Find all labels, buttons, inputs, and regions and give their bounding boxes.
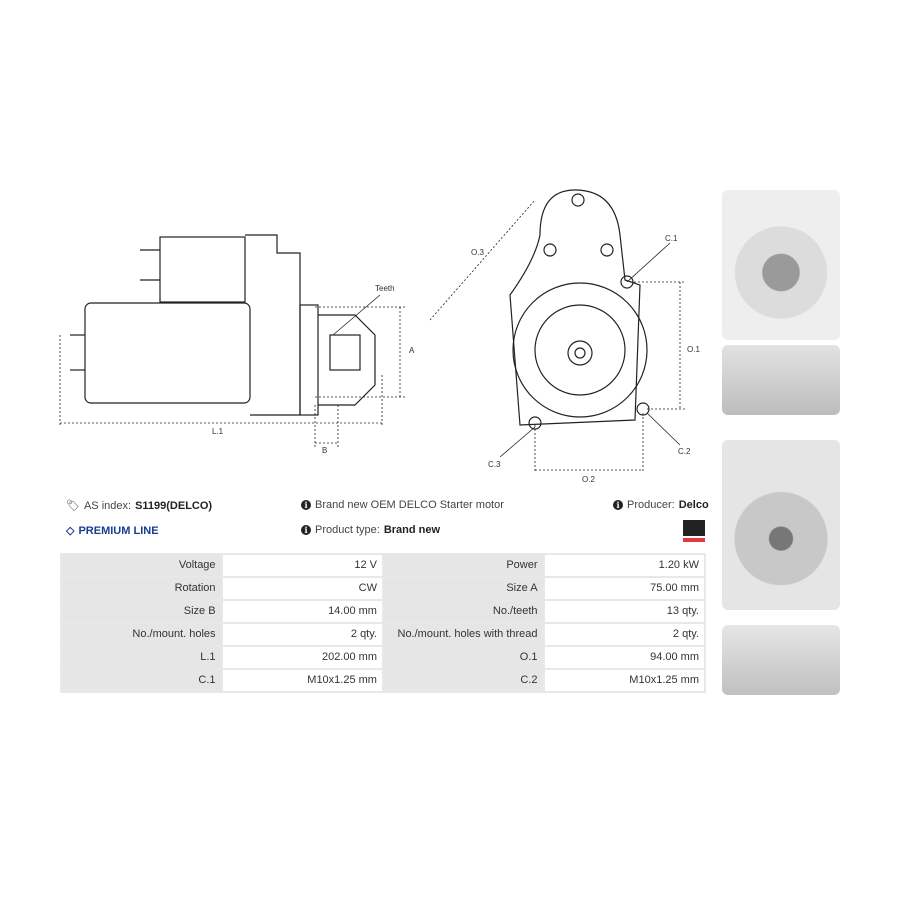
description-text: Brand new OEM DELCO Starter motor — [315, 499, 504, 511]
spec-value: 14.00 mm — [220, 599, 384, 624]
spec-value: M10x1.25 mm — [220, 668, 384, 693]
spec-value: 1.20 kW — [542, 553, 707, 578]
product-photo-side — [722, 345, 840, 415]
label-l1: L.1 — [212, 427, 224, 436]
product-type-value: Brand new — [383, 524, 441, 536]
product-type-label: Product type: — [315, 524, 380, 536]
spec-label: Voltage — [60, 553, 223, 578]
producer-label: Producer: — [627, 499, 675, 511]
label-c2: C.2 — [678, 447, 691, 456]
producer-value: Delco — [678, 499, 709, 511]
spec-value: 13 qty. — [542, 599, 707, 624]
product-photo-rear — [722, 440, 840, 610]
spec-label: Rotation — [60, 576, 223, 601]
product-type: i Product type: Brand new — [301, 524, 440, 536]
side-view-diagram — [59, 234, 405, 447]
label-b: B — [322, 446, 328, 455]
label-c3: C.3 — [488, 460, 501, 469]
spec-value: 2 qty. — [542, 622, 707, 647]
premium-line-label: PREMIUM LINE — [78, 524, 159, 537]
spec-label: L.1 — [60, 645, 223, 670]
info-icon: i — [301, 500, 311, 510]
label-c1: C.1 — [665, 234, 678, 243]
label-o2: O.2 — [582, 475, 595, 484]
front-view-diagram — [429, 189, 685, 473]
spec-value: 75.00 mm — [542, 576, 707, 601]
label-teeth: Teeth — [375, 284, 395, 293]
as-index-value: S1199(DELCO) — [135, 499, 213, 512]
spec-label: C.2 — [381, 668, 545, 693]
spec-label: No./mount. holes — [60, 622, 223, 647]
spec-value: 202.00 mm — [220, 645, 384, 670]
diamond-icon: ◇ — [66, 525, 75, 537]
spec-value: 12 V — [220, 553, 384, 578]
product-photo-front — [722, 190, 840, 340]
spec-label: O.1 — [381, 645, 545, 670]
spec-value: 94.00 mm — [542, 645, 707, 670]
spec-value: CW — [220, 576, 384, 601]
producer-logo — [683, 520, 705, 542]
premium-line-badge: ◇ PREMIUM LINE — [66, 524, 159, 538]
product-photo-label-side — [722, 625, 840, 695]
spec-label: Size A — [381, 576, 545, 601]
spec-value: M10x1.25 mm — [542, 668, 707, 693]
label-o1: O.1 — [687, 345, 700, 354]
info-icon: i — [613, 500, 623, 510]
as-index: 🏷 AS index: S1199(DELCO) — [66, 499, 213, 513]
as-index-label: AS index: — [83, 499, 132, 512]
spec-value: 2 qty. — [220, 622, 384, 647]
spec-label: C.1 — [60, 668, 223, 693]
producer: i Producer: Delco — [613, 499, 709, 511]
tag-icon: 🏷 — [66, 500, 80, 512]
spec-label: Size B — [60, 599, 223, 624]
label-a: A — [409, 346, 415, 355]
info-icon: i — [301, 525, 311, 535]
label-o3: O.3 — [471, 248, 484, 257]
spec-label: Power — [381, 553, 545, 578]
description: i Brand new OEM DELCO Starter motor — [301, 499, 504, 511]
spec-label: No./teeth — [381, 599, 545, 624]
spec-label: No./mount. holes with thread — [381, 622, 545, 647]
